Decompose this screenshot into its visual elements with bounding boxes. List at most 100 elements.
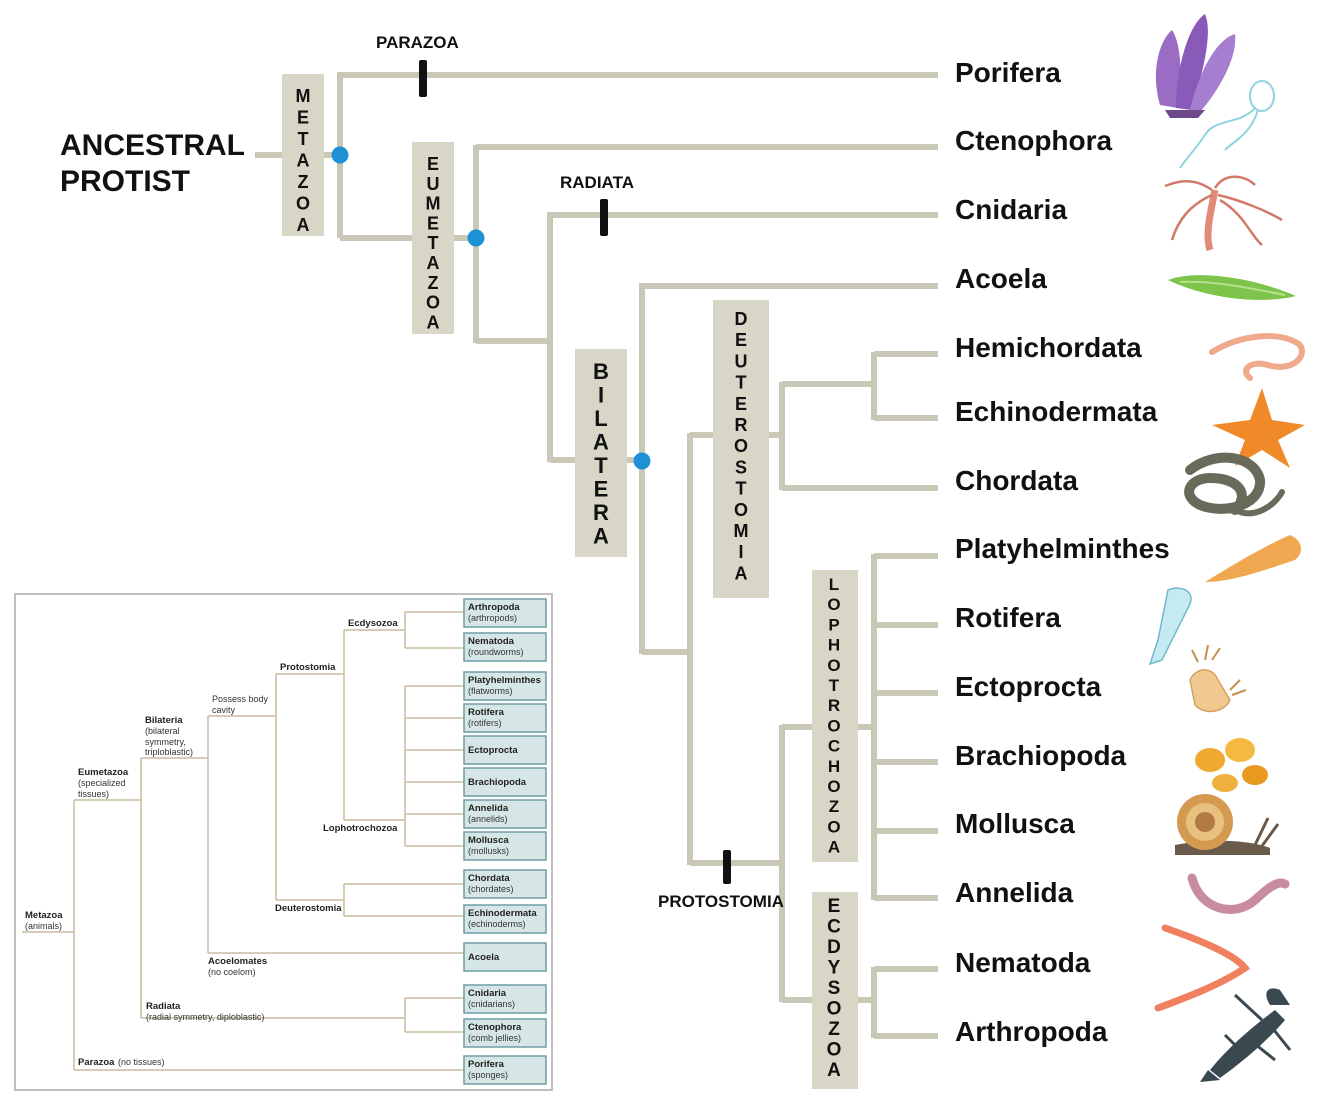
clade-letter: L	[829, 575, 839, 594]
inset-taxon-box	[463, 869, 547, 899]
inset-taxon-name: Ctenophora	[468, 1022, 522, 1033]
clade-letter: I	[598, 383, 604, 408]
clade-letter: M	[734, 521, 749, 541]
inset-taxon-common-name: (arthropods)	[468, 613, 517, 623]
taxon-label-nematoda: Nematoda	[955, 947, 1091, 978]
inset-label-deuterostomia: Deuterostomia	[275, 903, 342, 914]
inset-taxon-box	[463, 703, 547, 733]
inset-taxon-name: Cnidaria	[468, 988, 507, 999]
inset-label-parazoa: Parazoa	[78, 1057, 115, 1068]
clade-letter: Z	[428, 273, 439, 293]
inset-label-body-cavity-1: Possess body	[212, 694, 269, 704]
inset-taxon-box	[463, 799, 547, 829]
roundworm-icon	[1154, 924, 1251, 1012]
inset-taxon-box	[463, 598, 547, 628]
clade-letter: E	[828, 896, 841, 917]
inset-taxon-name: Rotifera	[468, 707, 505, 718]
clade-letter: T	[428, 233, 439, 253]
inset-frame	[14, 593, 553, 1091]
clade-letter: S	[735, 457, 747, 477]
clade-letter: E	[297, 108, 309, 128]
rotifer-icon	[1148, 587, 1192, 666]
clade-letter: I	[738, 542, 743, 562]
clade-letter: Z	[298, 172, 309, 192]
marker-bar-protostomia	[723, 850, 731, 884]
inset-label-bilateria-desc-2: symmetry,	[145, 737, 186, 747]
acoel-flatworm-icon	[1168, 275, 1296, 300]
flatworm-icon	[1205, 535, 1302, 582]
clade-letter: O	[827, 1040, 842, 1061]
clade-letter: O	[827, 656, 840, 675]
taxon-label-ctenophora: Ctenophora	[955, 125, 1113, 156]
inset-taxon-box	[463, 632, 547, 662]
taxon-label-brachiopoda: Brachiopoda	[955, 740, 1127, 771]
clade-letter: E	[594, 477, 609, 502]
clade-letter: Z	[829, 797, 839, 816]
marker-label-protostomia: PROTOSTOMIA	[658, 892, 784, 911]
marker-label-parazoa: PARAZOA	[376, 33, 459, 52]
inset-taxon-name: Porifera	[468, 1059, 505, 1070]
inset-label-ecdysozoa: Ecdysozoa	[348, 618, 398, 629]
inset-taxon-name: Arthropoda	[468, 602, 520, 613]
inset-label-acoelomates-desc: (no coelom)	[208, 967, 256, 977]
inset-label-radiata: Radiata	[146, 1001, 181, 1012]
inset-taxon-common-name: (flatworms)	[468, 686, 513, 696]
inset-taxon-common-name: (comb jellies)	[468, 1033, 521, 1043]
inset-label-bilateria-desc-3: triploblastic)	[145, 747, 193, 757]
inset-taxon-common-name: (chordates)	[468, 884, 514, 894]
inset-label-metazoa-desc: (animals)	[25, 921, 62, 931]
inset-label-parazoa-desc: (no tissues)	[118, 1057, 165, 1067]
sponge-icon	[1155, 14, 1236, 118]
inset-taxon-common-name: (rotifers)	[468, 718, 502, 728]
clade-letter: R	[593, 500, 609, 525]
node-dot-metazoa	[331, 146, 349, 164]
inset-taxon-name: Echinodermata	[468, 908, 537, 919]
lobster-icon	[1200, 988, 1292, 1082]
inset-label-body-cavity-2: cavity	[212, 705, 236, 715]
node-dot-bilatera	[633, 452, 651, 470]
clade-letter: T	[594, 453, 608, 478]
clade-letter: O	[827, 595, 840, 614]
clade-letter: T	[736, 373, 747, 393]
taxon-label-mollusca: Mollusca	[955, 808, 1075, 839]
clade-letter: A	[593, 524, 609, 549]
taxon-label-echinodermata: Echinodermata	[955, 396, 1158, 427]
root-label-line-1: ANCESTRAL	[60, 129, 245, 162]
inset-taxon-name: Mollusca	[468, 835, 509, 846]
inset-taxon-boxes: Arthropoda(arthropods)Nematoda(roundworm…	[463, 598, 547, 1085]
clade-letter: O	[827, 777, 840, 796]
clade-letter: A	[828, 838, 840, 857]
taxon-label-rotifera: Rotifera	[955, 602, 1061, 633]
clade-letter: P	[828, 615, 839, 634]
taxon-label-platyhelminthes: Platyhelminthes	[955, 533, 1170, 564]
marker-bar-radiata	[600, 199, 608, 236]
taxon-label-acoela: Acoela	[955, 263, 1047, 294]
clade-letter: B	[593, 359, 609, 384]
clade-letter: H	[828, 757, 840, 776]
inset-taxon-common-name: (cnidarians)	[468, 999, 515, 1009]
taxon-label-porifera: Porifera	[955, 57, 1061, 88]
clade-letter: Z	[828, 1019, 840, 1040]
clade-letter: Y	[828, 958, 841, 979]
inset-taxon-common-name: (mollusks)	[468, 846, 509, 856]
inset-taxon-box	[463, 735, 547, 765]
clade-letter: S	[828, 978, 841, 999]
inset-taxon-box	[463, 942, 547, 972]
clade-letter: L	[594, 406, 607, 431]
snake-icon	[1184, 452, 1285, 517]
clade-letter: D	[735, 309, 748, 329]
clade-letter: C	[827, 917, 841, 938]
animal-illustrations	[1148, 14, 1305, 1082]
marker-bar-parazoa	[419, 60, 427, 97]
clade-letter: O	[734, 500, 748, 520]
inset-taxon-box	[463, 1055, 547, 1085]
